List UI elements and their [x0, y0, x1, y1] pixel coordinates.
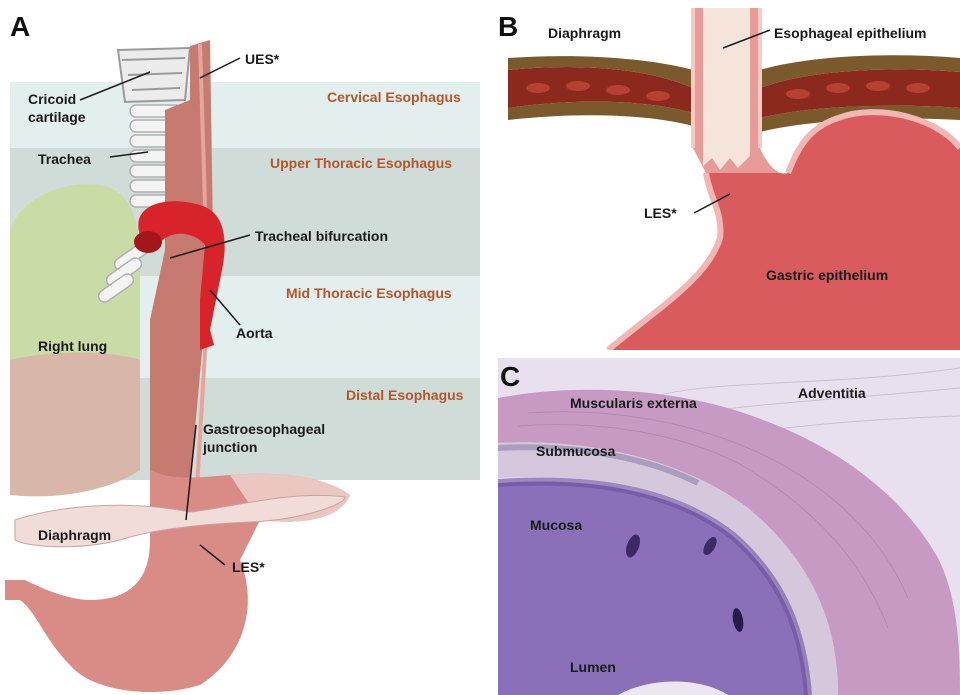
- panel-c-letter: C: [500, 362, 520, 392]
- cricoid-label: Cricoid cartilage: [28, 90, 108, 126]
- panel-a: A Cervical Esophagus Upper Thoracic Esop…: [0, 0, 490, 695]
- stomach-b: [608, 112, 960, 350]
- region-distal: Distal Esophagus: [346, 386, 463, 404]
- submucosa-label: Submucosa: [536, 442, 615, 460]
- region-upper-thoracic: Upper Thoracic Esophagus: [270, 154, 452, 172]
- ues-label: UES*: [245, 50, 279, 68]
- les-label-a: LES*: [232, 558, 265, 576]
- region-mid-thoracic: Mid Thoracic Esophagus: [286, 284, 452, 302]
- diaphragm-label-a: Diaphragm: [38, 526, 111, 544]
- aorta-label: Aorta: [236, 324, 273, 342]
- mucosa-label: Mucosa: [530, 516, 582, 534]
- muscularis-externa-label: Muscularis externa: [570, 394, 697, 412]
- panel-b: B Diaphragm Esophageal epithelium LES* G…: [498, 8, 960, 350]
- diaphragm-label-b: Diaphragm: [548, 24, 621, 42]
- esophageal-lumen: [703, 8, 750, 170]
- gastric-epithelium-label: Gastric epithelium: [766, 266, 888, 284]
- panel-c: C Adventitia Muscularis externa Submucos…: [498, 358, 960, 695]
- ge-junction-label: Gastroesophageal junction: [203, 420, 333, 456]
- esophageal-epithelium-label: Esophageal epithelium: [774, 24, 926, 42]
- adventitia-label: Adventitia: [798, 384, 866, 402]
- right-lung-lower: [10, 353, 140, 497]
- panel-a-letter: A: [10, 12, 30, 42]
- lumen-label: Lumen: [570, 658, 616, 676]
- les-label-b: LES*: [644, 204, 677, 222]
- tracheal-bifurcation-label: Tracheal bifurcation: [255, 227, 388, 245]
- region-cervical: Cervical Esophagus: [327, 88, 461, 106]
- panel-b-letter: B: [498, 12, 518, 42]
- right-lung-label: Right lung: [38, 337, 107, 355]
- trachea-label: Trachea: [38, 150, 91, 168]
- panel-b-illustration: [498, 8, 960, 350]
